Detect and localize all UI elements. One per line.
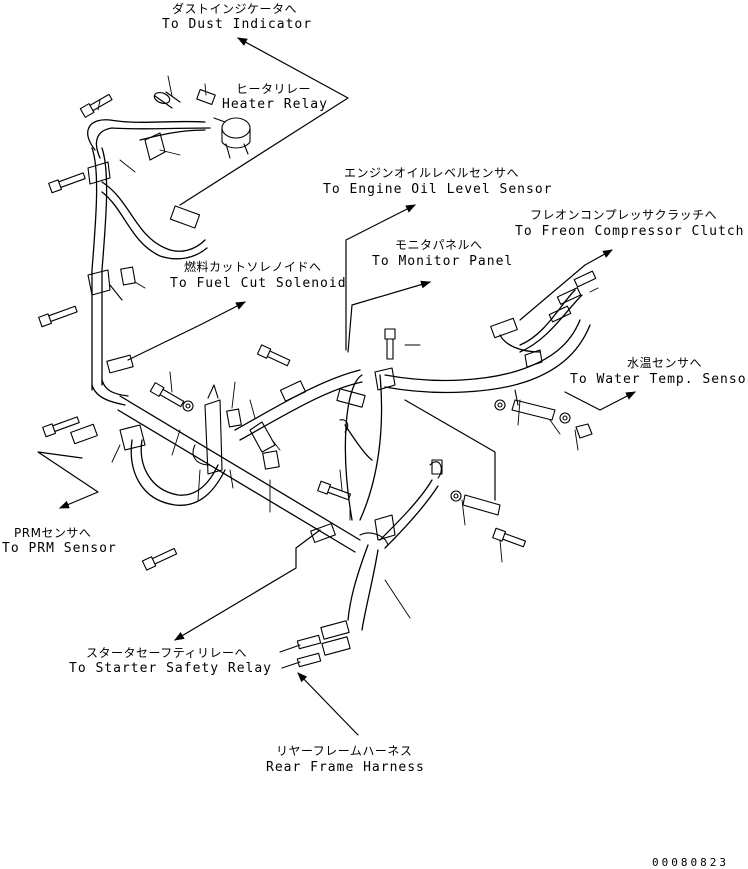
engine-oil-level-sensor-label-jp: エンジンオイルレベルセンサへ [344,166,520,180]
monitor-panel-label-en: To Monitor Panel [372,254,514,269]
freon-compressor-clutch-label-jp: フレオンコンプレッサクラッチへ [530,208,718,222]
fuel-cut-solenoid-label-en: To Fuel Cut Solenoid [170,276,347,291]
dust-indicator-label-en: To Dust Indicator [162,17,313,32]
prm-sensor-label-jp: PRMセンサへ [14,526,92,540]
rear-frame-harness-label-jp: リヤーフレームハーネス [276,744,413,758]
dust-indicator-label-jp: ダストインジケータへ [172,2,298,16]
fuel-cut-solenoid-label-jp: 燃料カットソレノイドへ [184,260,322,274]
small-parts [120,89,593,502]
leader-lines [37,37,636,736]
heater-relay-label-en: Heater Relay [222,97,328,112]
clamps [87,132,556,546]
water-temp-sensor-label-en: To Water Temp. Sensor [570,372,748,387]
starter-safety-relay-label-en: To Starter Safety Relay [69,661,273,676]
monitor-panel-label-jp: モニタパネルへ [395,238,483,252]
harness-bundles [87,119,591,631]
engine-oil-level-sensor-label-en: To Engine Oil Level Sensor [323,182,553,197]
rear-frame-harness-label-en: Rear Frame Harness [266,760,425,775]
starter-safety-relay-label-jp: スタータセーフティリレーへ [86,646,248,660]
bolts [38,93,527,571]
heater-relay-label-jp: ヒータリレー [236,82,312,96]
freon-compressor-clutch-label-en: To Freon Compressor Clutch [515,224,745,239]
part-leaders [97,75,599,619]
connectors [70,205,597,669]
water-temp-sensor-label-jp: 水温センサへ [627,356,703,370]
prm-sensor-label-en: To PRM Sensor [2,541,117,556]
drawing-code: 00080823 [652,856,729,869]
